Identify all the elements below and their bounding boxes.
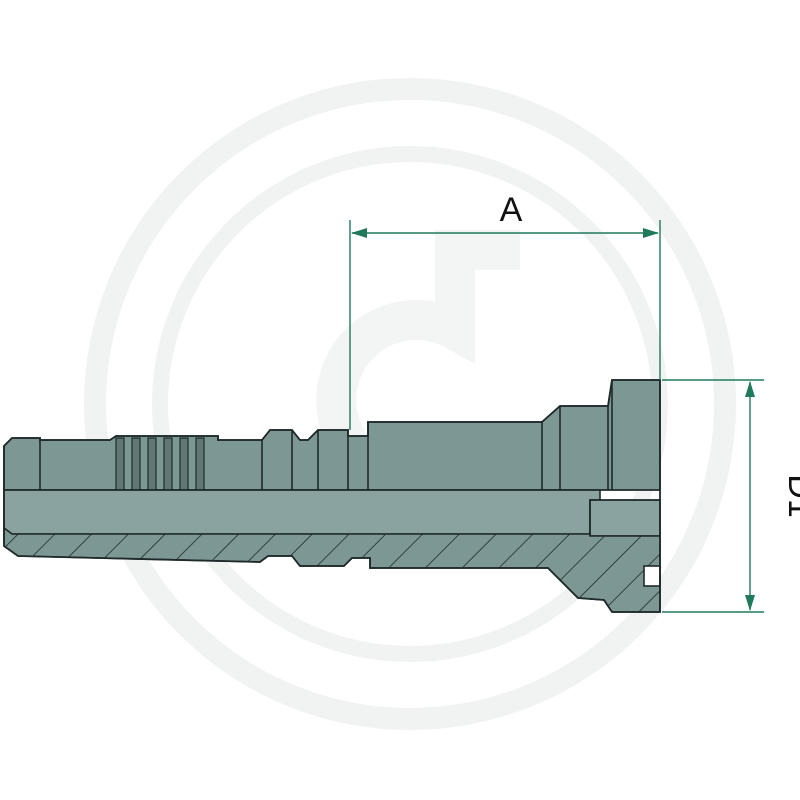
dimension-d1 [662,379,764,613]
dimension-a-arrow-left [351,228,367,238]
knurl-groove [131,437,141,491]
knurl-groove [147,437,157,491]
o-ring-groove [643,565,661,587]
flange-bore [589,499,661,537]
fitting-outline [3,379,661,613]
watermark-outer-ring [84,78,736,730]
dimension-d1-arrow-bottom [745,595,755,611]
dimension-d1-arrow-top [745,381,755,397]
dimension-a [349,220,661,430]
segment-lines [39,380,613,490]
dimension-a-label: A [500,191,523,229]
knurl-groove [195,437,205,491]
knurl-groove [163,437,173,491]
knurl-groove [179,437,189,491]
dimension-a-arrow-right [643,228,659,238]
hose-fitting [3,379,661,613]
dimension-d1-label: D1 [781,474,800,517]
section-hatching [4,528,660,612]
knurl-groove [115,437,125,491]
fitting-bore [3,489,601,535]
